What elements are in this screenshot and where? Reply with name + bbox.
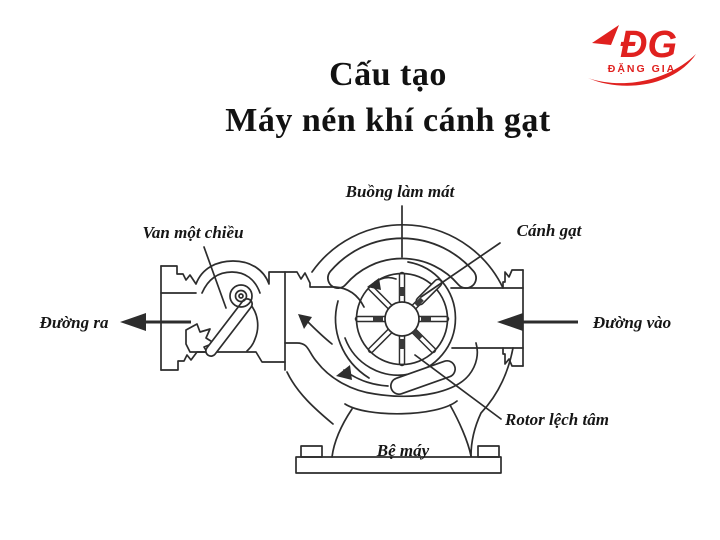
title-line-1: Cấu tạo [329, 56, 447, 93]
vane-blades [373, 287, 431, 349]
label-outlet: Đường ra [39, 313, 109, 332]
title-line-2: Máy nén khí cánh gạt [225, 102, 551, 139]
casing-body [286, 224, 514, 458]
valve-flap [205, 298, 253, 357]
stator-bore [334, 261, 457, 379]
inlet-arrow [497, 313, 578, 331]
page-title: Cấu tạo Máy nén khí cánh gạt [56, 52, 720, 144]
rotor-hub [384, 301, 420, 337]
label-check-valve: Van một chiều [142, 223, 243, 242]
label-machine-base: Bệ máy [376, 441, 430, 460]
valve-pivot [229, 284, 253, 308]
label-vane: Cánh gạt [517, 221, 583, 240]
vane-leader [420, 242, 501, 298]
label-eccentric-rotor: Rotor lệch tâm [504, 410, 609, 429]
machine-base [295, 445, 502, 474]
outlet-arrow [120, 313, 191, 331]
check-valve-leader [203, 246, 227, 309]
logo-monogram: ĐG [620, 24, 677, 66]
flow-arrows [298, 276, 397, 387]
inlet-pipe [450, 269, 524, 367]
logo-swoosh-icon [588, 54, 696, 86]
rotor-leader [414, 354, 502, 420]
logo-wordmark: ĐẶNG GIA [608, 62, 677, 75]
rotor-slot [390, 360, 456, 395]
outlet-channel [284, 342, 479, 398]
leader-lines [203, 205, 502, 420]
rotor-ring [355, 272, 449, 366]
outlet-flow-arrow [306, 320, 333, 345]
label-inlet: Đường vào [592, 313, 671, 332]
check-valve-assembly [160, 260, 365, 371]
label-cooling-chamber: Buồng làm mát [345, 182, 456, 201]
logo-arrow-icon [592, 25, 619, 45]
brand-logo: ĐG ĐẶNG GIA [588, 24, 696, 86]
